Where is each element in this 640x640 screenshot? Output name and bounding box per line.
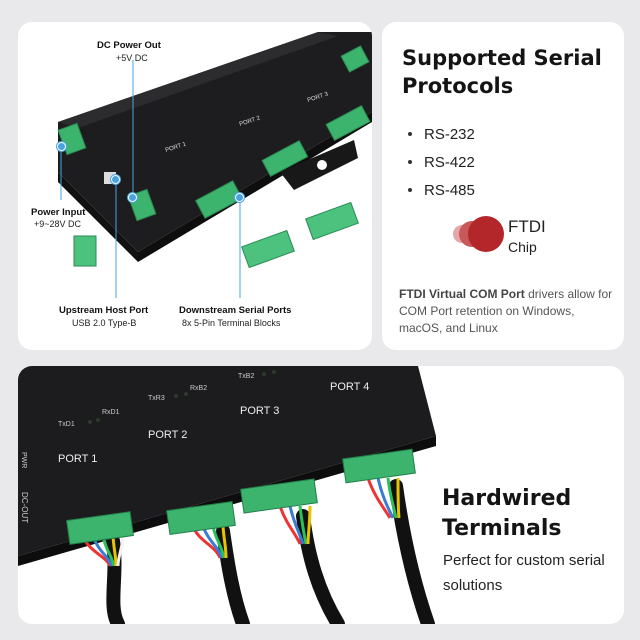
txb2-label: TxB2	[238, 373, 254, 380]
ftdi-vcp-rest: drivers allow for COM Port retention on …	[399, 287, 613, 335]
dc-power-out-sub: +5V DC	[116, 53, 148, 63]
device-photo: PORT 1 PORT 2 PORT 3	[57, 32, 372, 298]
protocol-item: RS-232	[408, 120, 475, 148]
dc-out-marker	[128, 193, 137, 202]
protocols-heading: Supported Serial Protocols	[402, 46, 602, 98]
power-input-sub: +9~28V DC	[34, 219, 82, 229]
bullet-icon	[408, 188, 412, 192]
protocols-panel: Supported Serial Protocols RS-232 RS-422…	[382, 22, 624, 350]
txr3-label: TxR3	[148, 395, 165, 402]
chip-logo-text: Chip	[508, 239, 537, 255]
usb-port-marker	[111, 175, 120, 184]
power-input-marker	[57, 142, 66, 151]
port2-label: PORT 2	[148, 429, 187, 441]
ftdi-logo-text: FTDI	[508, 217, 546, 236]
downstream-serial-ports-title: Downstream Serial Ports	[179, 305, 292, 316]
ftdi-chip-logo: FTDI Chip	[453, 216, 546, 255]
dc-power-out-title: DC Power Out	[97, 40, 161, 51]
protocol-label: RS-485	[424, 181, 475, 199]
dc-out-label: DC-OUT	[20, 492, 29, 523]
terminals-photo: PORT 1 PORT 2 PORT 3 PORT 4 TxD1 RxD1 Tx…	[18, 366, 436, 624]
device-overview-panel: PORT 1 PORT 2 PORT 3 DC Power Out +5V DC…	[18, 22, 372, 350]
protocol-item: RS-485	[408, 176, 475, 204]
txd1-label: TxD1	[58, 421, 75, 428]
protocol-label: RS-422	[424, 153, 475, 171]
protocols-list: RS-232 RS-422 RS-485	[408, 120, 475, 204]
terminal-block-marker	[235, 193, 244, 202]
port3-label: PORT 3	[240, 405, 279, 417]
pwr-label: PWR	[20, 452, 27, 468]
hardwired-terminals-heading: Hardwired Terminals	[442, 486, 572, 541]
hardwired-terminals-panel: PORT 1 PORT 2 PORT 3 PORT 4 TxD1 RxD1 Tx…	[18, 366, 624, 624]
rxb2-label: RxB2	[190, 385, 207, 392]
upstream-host-port-title: Upstream Host Port	[59, 305, 149, 316]
bullet-icon	[408, 160, 412, 164]
port1-label: PORT 1	[58, 453, 97, 465]
bullet-icon	[408, 132, 412, 136]
ftdi-vcp-bold: FTDI Virtual COM Port	[399, 287, 525, 301]
power-input-title: Power Input	[31, 207, 86, 218]
rxd1-label: RxD1	[102, 409, 120, 416]
downstream-serial-ports-sub: 8x 5-Pin Terminal Blocks	[182, 318, 281, 328]
protocol-label: RS-232	[424, 125, 475, 143]
ftdi-driver-description: FTDI Virtual COM Port drivers allow for …	[399, 286, 617, 337]
protocol-item: RS-422	[408, 148, 475, 176]
port4-label: PORT 4	[330, 381, 369, 393]
hardwired-terminals-sub: Perfect for custom serial solutions	[443, 552, 605, 594]
upstream-host-port-sub: USB 2.0 Type-B	[72, 318, 137, 328]
